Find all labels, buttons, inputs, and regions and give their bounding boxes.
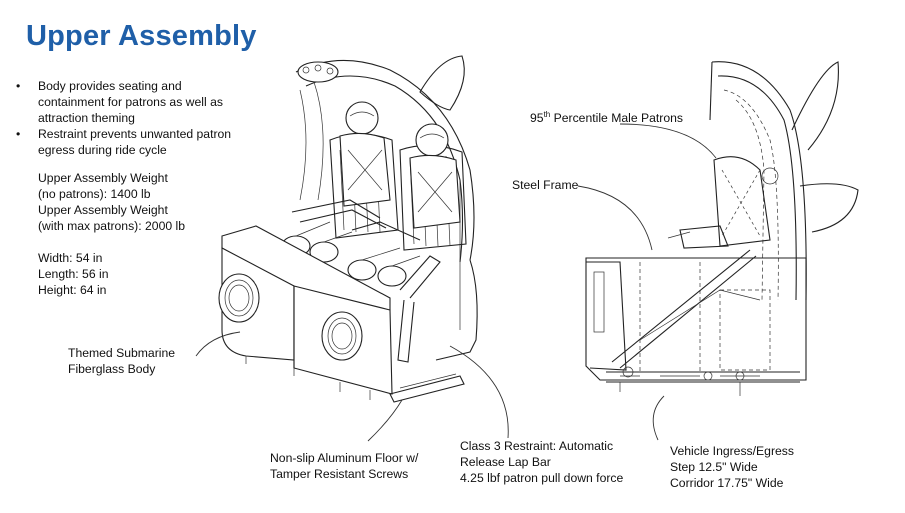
leader-restraint — [449, 345, 509, 439]
callout-restraint: Class 3 Restraint: Automatic Release Lap… — [460, 439, 624, 485]
leader-frame — [577, 185, 653, 251]
weight-specs: Upper Assembly Weight (no patrons): 1400… — [38, 170, 185, 234]
leader-ingress — [652, 395, 665, 441]
spec-line: Upper Assembly Weight — [38, 171, 168, 185]
spec-line: Length: 56 in — [38, 267, 109, 281]
leader-lines — [195, 123, 717, 442]
callout-ingress: Vehicle Ingress/Egress Step 12.5" Wide C… — [670, 444, 794, 490]
bullet-item: •Restraint prevents unwanted patron egre… — [16, 127, 232, 157]
callout-patrons: 95th Percentile Male Patrons — [530, 109, 684, 125]
callout-frame: Steel Frame — [512, 178, 579, 192]
leader-body — [195, 331, 241, 357]
left-isometric-view — [218, 55, 478, 403]
page-title: Upper Assembly — [26, 20, 257, 52]
callout-body: Themed Submarine Fiberglass Body — [68, 346, 176, 376]
spec-line: (no patrons): 1400 lb — [38, 187, 151, 201]
spec-line: (with max patrons): 2000 lb — [38, 219, 185, 233]
spec-line: Height: 64 in — [38, 283, 107, 297]
leader-patrons — [619, 123, 717, 159]
bullet-item: •Body provides seating and containment f… — [16, 79, 223, 125]
bullet-icon: • — [16, 79, 21, 93]
bullet-icon: • — [16, 127, 21, 141]
spec-line: Upper Assembly Weight — [38, 203, 168, 217]
right-side-view — [585, 61, 859, 396]
leader-floor — [367, 399, 403, 442]
feature-bullets: •Body provides seating and containment f… — [14, 78, 238, 158]
callout-floor: Non-slip Aluminum Floor w/ Tamper Resist… — [270, 451, 419, 481]
spec-line: Width: 54 in — [38, 251, 103, 265]
dimension-specs: Width: 54 in Length: 56 in Height: 64 in — [38, 250, 108, 298]
